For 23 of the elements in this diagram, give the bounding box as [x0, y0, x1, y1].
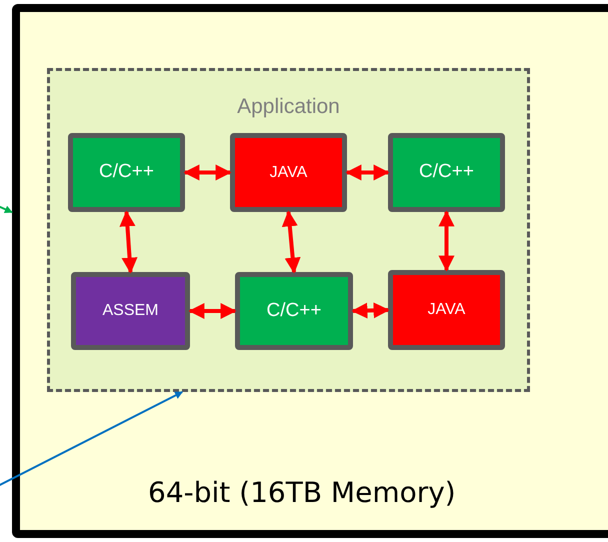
language-box: [230, 133, 347, 212]
arrow: [351, 302, 390, 319]
group-title: Application: [236, 94, 341, 120]
arrow: [188, 303, 237, 319]
language-label: ASSEM: [102, 301, 158, 321]
language-label: C/C++: [99, 160, 154, 184]
language-box: [68, 133, 185, 212]
language-label: JAVA: [270, 162, 308, 182]
language-box: [388, 133, 505, 212]
language-label: C/C++: [419, 160, 474, 184]
memory-label: 64-bit (16TB Memory): [148, 475, 456, 511]
language-label: JAVA: [428, 300, 466, 320]
language-box: [235, 272, 353, 350]
arrow: [183, 164, 232, 180]
memory-region-box: [12, 4, 608, 538]
arrow: [282, 210, 301, 274]
arrow: [438, 210, 454, 272]
arrow: [345, 164, 390, 180]
language-label: C/C++: [266, 298, 322, 323]
language-box: [71, 272, 190, 350]
language-box: [388, 270, 505, 350]
application-group-box: [47, 68, 530, 392]
arrow: [119, 210, 138, 274]
